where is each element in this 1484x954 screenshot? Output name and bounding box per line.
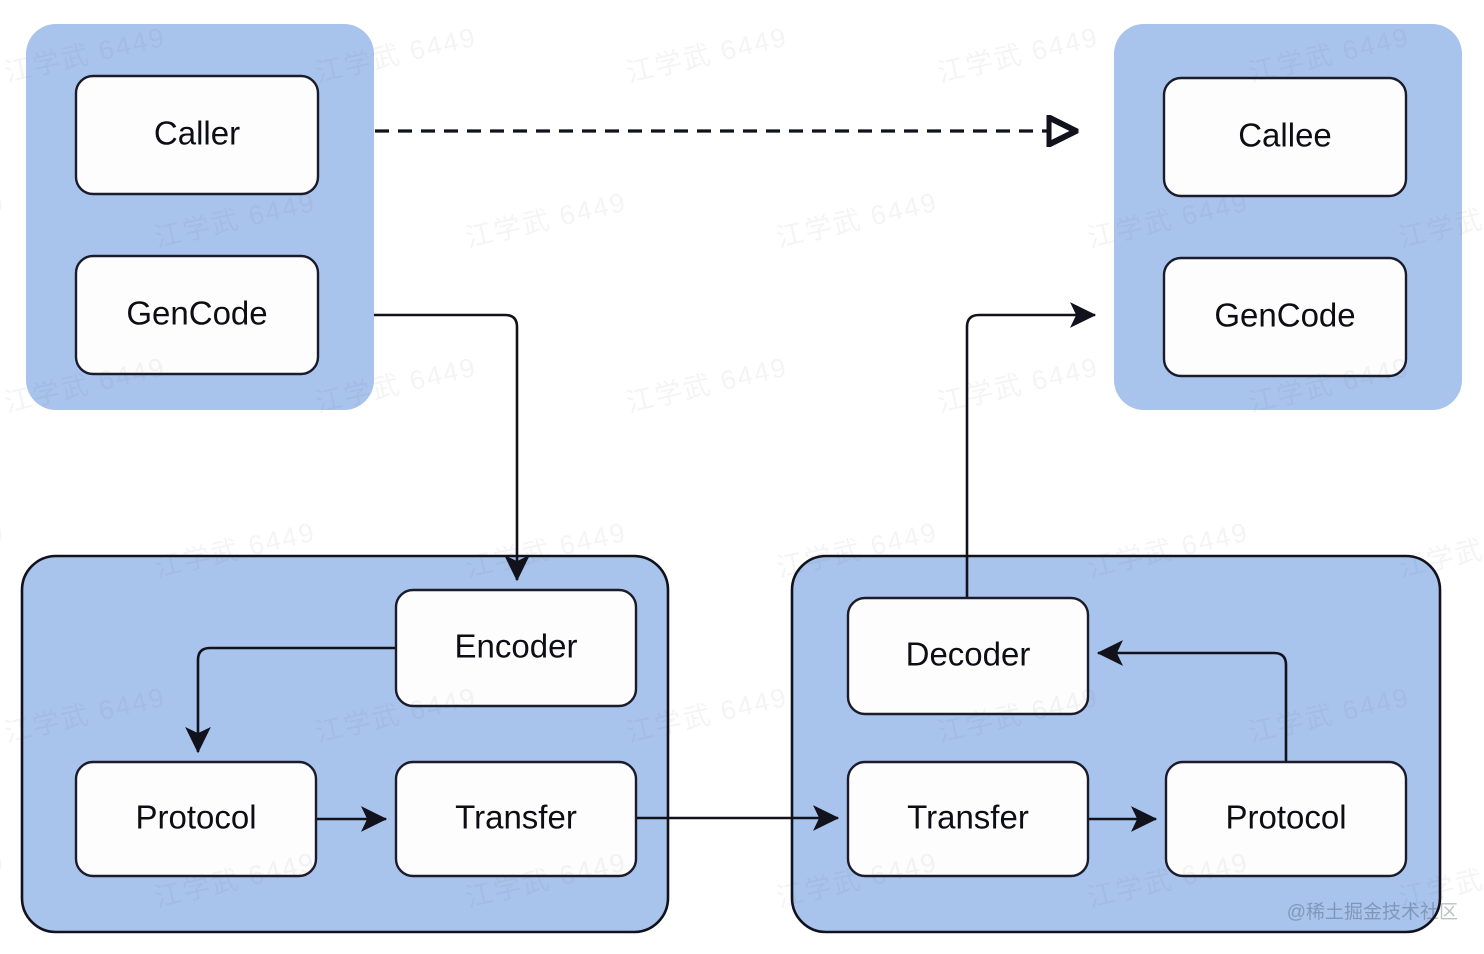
encoder-to-protocol-edge — [185, 646, 396, 754]
decoder-to-callee-gencode-edge — [965, 302, 1097, 598]
node-server-protocol[interactable]: Protocol — [1164, 760, 1408, 878]
node-client-protocol[interactable]: Protocol — [74, 760, 318, 878]
node-callee-gencode[interactable]: GenCode — [1162, 256, 1408, 378]
node-caller[interactable]: Caller — [74, 74, 320, 196]
node-client-transfer[interactable]: Transfer — [394, 760, 638, 878]
server-protocol-to-decoder-edge — [1096, 640, 1288, 762]
gencode-to-encoder-edge — [374, 313, 530, 582]
node-server-transfer[interactable]: Transfer — [846, 760, 1090, 878]
node-encoder[interactable]: Encoder — [394, 588, 638, 708]
node-caller-gencode[interactable]: GenCode — [74, 254, 320, 376]
node-callee[interactable]: Callee — [1162, 76, 1408, 198]
edges — [185, 131, 1288, 832]
node-decoder[interactable]: Decoder — [846, 596, 1090, 716]
